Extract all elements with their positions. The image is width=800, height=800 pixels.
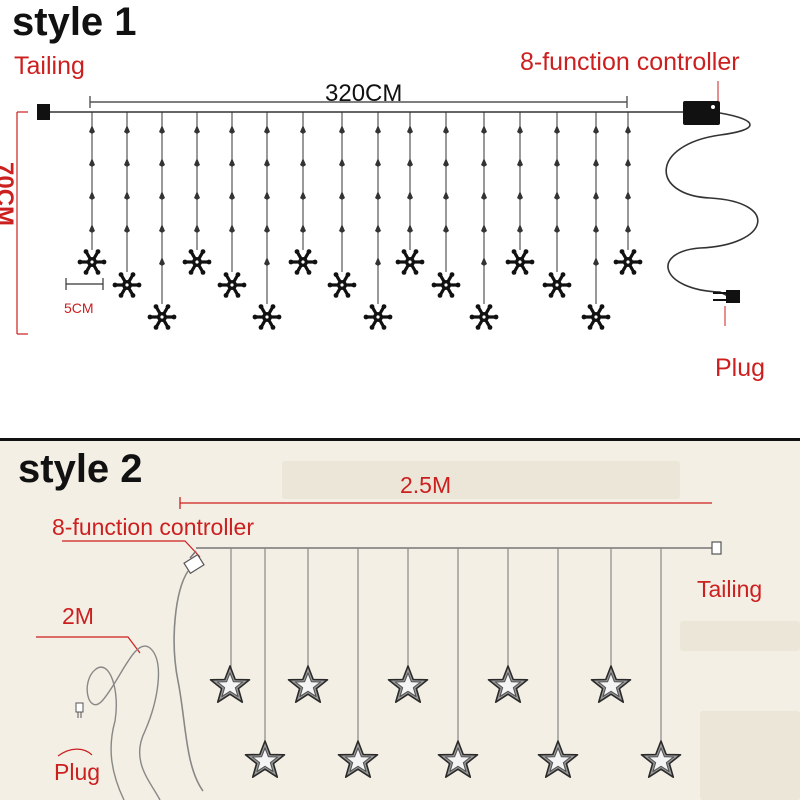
style2-drawing (36, 497, 722, 800)
style1-tailing-end (37, 104, 50, 120)
style1-height-dimension-line (16, 111, 28, 335)
style1-plug-label: Plug (715, 354, 766, 382)
style1-width-dimension-line (89, 96, 628, 108)
style2-tailing-label: Tailing (697, 576, 763, 602)
style2-controller-box (183, 553, 205, 575)
style1-controller-label: 8-function controller (520, 48, 740, 76)
style2-cable-coil (86, 645, 161, 800)
style2-plug-icon (75, 702, 84, 718)
style1-panel: style 1 Tailing 8-function controller Pl… (0, 0, 766, 382)
style1-controller-box (683, 101, 720, 125)
style1-bulbs (89, 125, 631, 266)
style1-plug-icon (713, 290, 740, 303)
style1-spacing-marker (65, 278, 104, 290)
style1-drawing (16, 81, 759, 335)
style2-controller-label: 8-function controller (52, 514, 254, 540)
style1-spacing-dimension: 5CM (64, 300, 94, 316)
style2-cable (173, 570, 204, 792)
style1-tailing-label: Tailing (14, 52, 85, 80)
style1-cable (665, 112, 759, 297)
style2-plug-leader (57, 748, 93, 757)
style2-plug-label: Plug (54, 759, 101, 785)
style2-panel: style 2 2.5M 8-function controller Taili… (0, 441, 800, 800)
style2-title: style 2 (18, 447, 143, 491)
style2-controller-leader (62, 540, 201, 558)
style1-title: style 1 (12, 0, 137, 44)
style2-width-dimension-line (179, 497, 712, 509)
style2-width-dimension: 2.5M (400, 472, 452, 498)
style1-strands (91, 112, 629, 304)
panel-divider (0, 438, 800, 441)
style2-cable-leader (36, 636, 141, 654)
style2-cable-length: 2M (62, 603, 94, 629)
style1-width-dimension: 320CM (322, 80, 406, 108)
star-icon (209, 665, 682, 779)
style2-tailing-end (711, 541, 722, 555)
style2-strands (230, 548, 662, 741)
